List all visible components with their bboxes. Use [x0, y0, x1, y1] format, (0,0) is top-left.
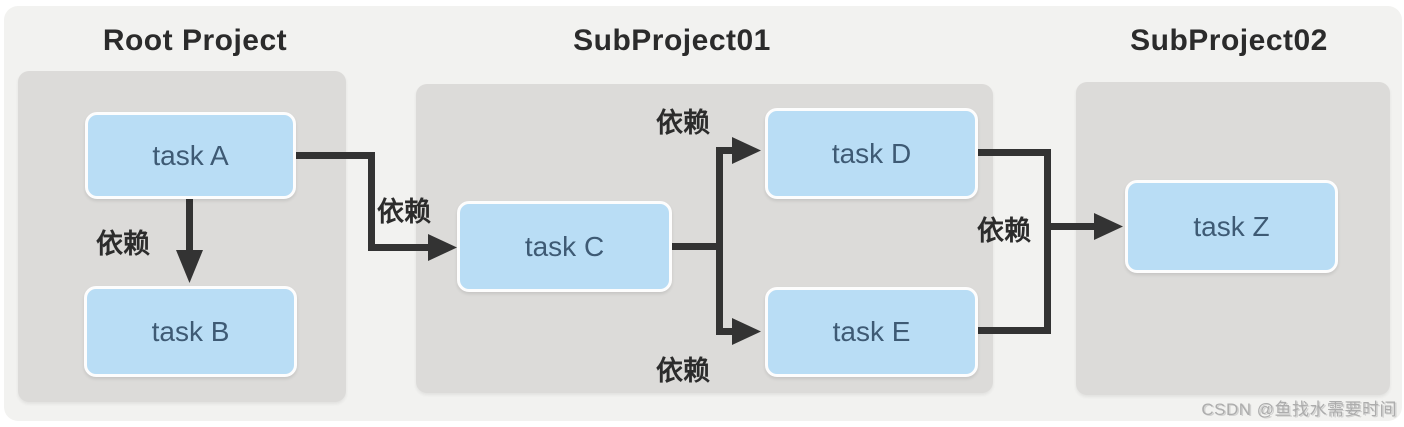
task-node-a: task A	[85, 112, 296, 199]
task-node-z: task Z	[1125, 180, 1338, 273]
group-title-subproject01: SubProject01	[573, 24, 771, 57]
group-title-subproject02: SubProject02	[1130, 24, 1328, 57]
edge-label-de-z: 依赖	[977, 216, 1031, 246]
watermark: CSDN @鱼找水需要时间	[1201, 400, 1397, 419]
task-node-e: task E	[765, 287, 978, 377]
task-node-c: task C	[457, 201, 672, 292]
edge-label-c-d: 依赖	[656, 108, 710, 138]
edge-label-a-c: 依赖	[377, 197, 431, 227]
edge-label-a-b: 依赖	[96, 229, 150, 259]
edge-label-c-e: 依赖	[656, 356, 710, 386]
task-node-d: task D	[765, 108, 978, 199]
task-node-b: task B	[84, 286, 297, 377]
group-title-root-project: Root Project	[102, 24, 288, 57]
